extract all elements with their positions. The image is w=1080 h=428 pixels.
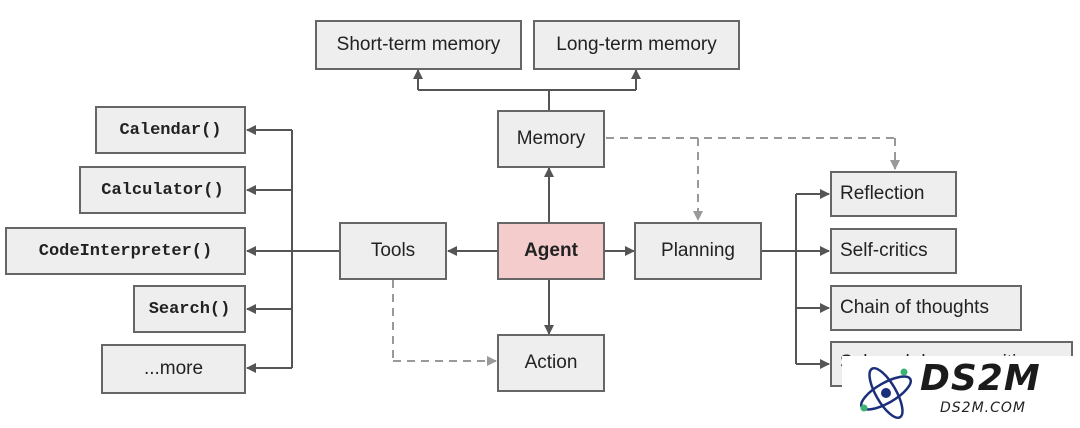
calendar-tool-node: Calendar() xyxy=(95,106,246,154)
atom-logo-icon xyxy=(859,366,913,420)
memory-node: Memory xyxy=(497,110,605,168)
self-critics-node: Self-critics xyxy=(830,228,957,274)
agent-node: Agent xyxy=(497,222,605,280)
watermark-title: DS2M xyxy=(920,358,1041,399)
code-interpreter-tool-node: CodeInterpreter() xyxy=(5,227,246,275)
more-tools-node: ...more xyxy=(101,344,246,394)
tools-node: Tools xyxy=(339,222,447,280)
reflection-node: Reflection xyxy=(830,171,957,217)
search-tool-node: Search() xyxy=(133,285,246,333)
watermark: DS2M DS2M.COM xyxy=(842,356,1080,428)
chain-of-thoughts-node: Chain of thoughts xyxy=(830,285,1022,331)
planning-node: Planning xyxy=(634,222,762,280)
long-term-memory-node: Long-term memory xyxy=(533,20,740,70)
short-term-memory-node: Short-term memory xyxy=(315,20,522,70)
calculator-tool-node: Calculator() xyxy=(79,166,246,214)
watermark-url: DS2M.COM xyxy=(940,400,1026,416)
action-node: Action xyxy=(497,334,605,392)
